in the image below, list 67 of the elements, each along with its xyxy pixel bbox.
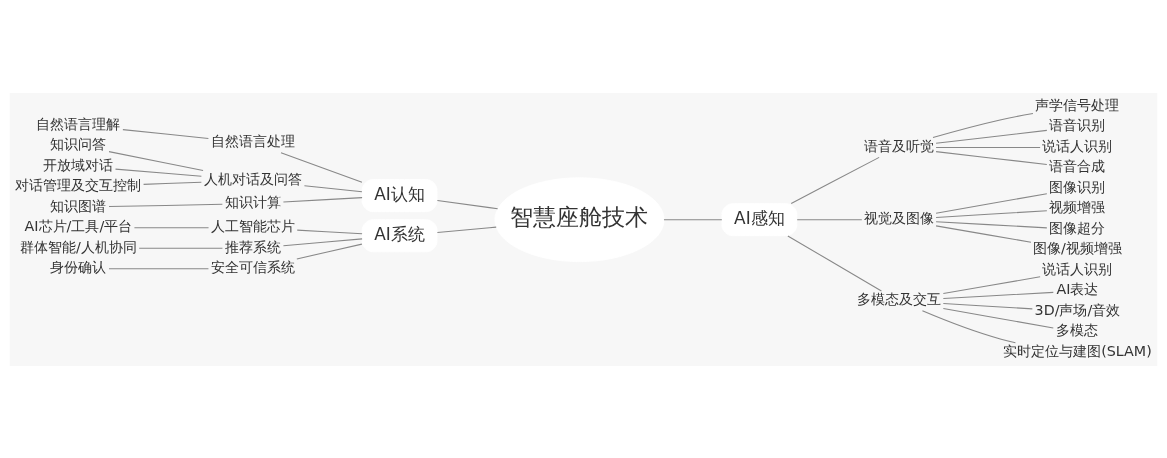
connector [108,150,204,171]
connector [303,184,363,192]
node-text: 人机对话及问答 [203,170,302,187]
node-text: 说话人识别 [1042,260,1113,277]
connector [942,302,1033,309]
node-text: 说话人识别 [1042,137,1113,154]
connector [108,203,223,207]
node-text: 语音合成 [1049,157,1106,174]
node-text: 声学信号处理 [1035,96,1120,113]
connector [942,307,1054,329]
node-text: 知识计算 [224,193,281,210]
connector [138,247,223,249]
node-text: 图像识别 [1049,178,1106,195]
connector [935,129,1048,144]
connector [108,267,209,269]
connector [935,146,1041,148]
connector [436,199,499,209]
node-text: 图像超分 [1049,219,1106,236]
node-text: 图像/视频增强 [1033,239,1122,256]
connector [935,224,1032,243]
connector [921,309,1016,343]
connector [296,229,363,234]
node-text: AI芯片/工具/平台 [24,217,133,234]
connector [796,218,863,220]
connector [436,226,497,233]
node-text: AI表达 [1056,280,1099,297]
node-text: 视频增强 [1049,198,1106,215]
node-text: 视觉及图像 [864,209,934,226]
connector [935,220,1048,228]
connector [787,234,882,292]
connector [935,209,1048,218]
node-text: 知识图谱 [50,197,107,214]
connector [133,226,210,228]
connector [282,237,363,246]
connector [942,291,1054,299]
connector [280,151,363,183]
connector [122,128,209,139]
connector [663,218,723,220]
node-text: 实时定位与建图(SLAM) [1003,342,1152,359]
node-text: 多模态 [1056,321,1099,338]
connector [114,168,202,177]
node-text: 群体智能/人机协同 [20,238,137,255]
connector [942,275,1041,294]
node-text: 身份确认 [50,258,107,275]
node-text: 多模态及交互 [857,290,941,307]
node-text: 人工智能芯片 [210,217,295,234]
node-box: AI感知 [721,202,798,236]
node-text: 语音及听觉 [864,137,934,154]
node-box: AI认知 [361,178,438,212]
node-text: 开放域对话 [43,156,114,173]
node-text: 对话管理及交互控制 [15,176,142,193]
connector [935,192,1048,214]
node-text: 3D/声场/音效 [1034,301,1121,318]
node-ellipse: 智慧座舱技术 [494,176,665,262]
connector [790,156,880,204]
node-box: AI系统 [361,218,438,252]
connector [935,150,1048,165]
connector [143,181,202,185]
connector [296,243,363,259]
node-text: 安全可信系统 [210,258,295,275]
connector [932,112,1034,138]
node-text: 知识问答 [50,135,107,152]
connector [282,196,363,203]
node-text: 自然语言处理 [210,132,295,149]
node-text: 自然语言理解 [36,115,121,132]
node-text: 推荐系统 [224,238,281,255]
node-text: 语音识别 [1049,116,1106,133]
